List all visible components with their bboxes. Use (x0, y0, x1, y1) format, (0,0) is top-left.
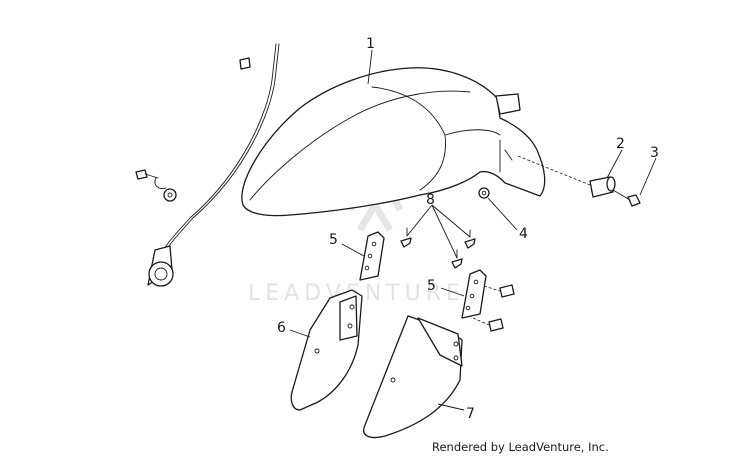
callout-3: 3 (650, 145, 659, 161)
part-2-insert (517, 155, 616, 198)
callout-5-left: 5 (329, 232, 338, 248)
callout-7: 7 (466, 406, 475, 422)
callout-labels: 1 2 3 4 5 5 6 7 8 (277, 36, 659, 422)
callout-5-right: 5 (427, 278, 436, 294)
bracket-bolts (472, 284, 515, 332)
part-5-bracket-right (461, 269, 487, 319)
callout-6: 6 (277, 320, 286, 336)
callout-4: 4 (519, 226, 528, 242)
part-1-front-fender (241, 67, 546, 217)
part-6-fork-guard-left (290, 289, 363, 411)
part-7-fork-guard-right (363, 315, 463, 439)
leader-lines (289, 49, 657, 411)
part-3-screw (612, 189, 641, 207)
render-credit: Rendered by LeadVenture, Inc. (432, 440, 609, 454)
callout-2: 2 (616, 136, 625, 152)
part-4-nut (478, 187, 490, 199)
speed-sensor-cable (135, 43, 280, 287)
callout-8: 8 (426, 192, 435, 208)
part-5-bracket-left (359, 231, 385, 281)
part-8-screws (400, 227, 476, 269)
callout-1: 1 (366, 36, 375, 52)
